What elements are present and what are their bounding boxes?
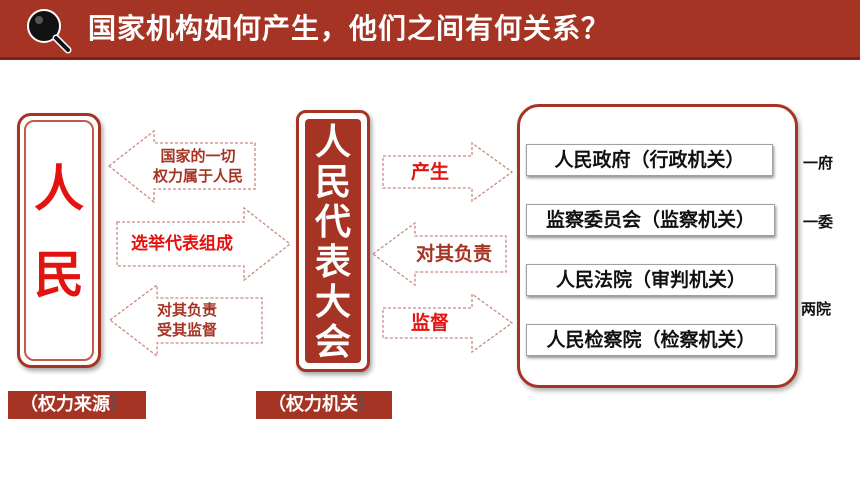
caption-close: ） bbox=[358, 394, 376, 415]
npc-char: 大 bbox=[314, 282, 351, 323]
caption-text: （权力机关 bbox=[268, 394, 358, 415]
organ-court: 人民法院（审判机关） bbox=[526, 264, 776, 296]
people-char: 人 bbox=[34, 160, 84, 218]
people-caption: （权力来源） bbox=[8, 391, 146, 419]
title-bar bbox=[0, 0, 860, 60]
npc-char: 人 bbox=[314, 122, 351, 163]
caption-text: （权力来源 bbox=[20, 394, 110, 415]
npc-char: 表 bbox=[314, 242, 351, 283]
npc-caption: （权力机关） bbox=[256, 391, 392, 419]
arrow-left-bottom-label: 对其负责 受其监督 bbox=[142, 300, 232, 340]
arrow-left-middle bbox=[116, 206, 292, 282]
label-line: 受其监督 bbox=[156, 321, 217, 339]
arrow-left-middle-label: 选举代表组成 bbox=[131, 234, 233, 254]
npc-char: 会 bbox=[314, 322, 351, 363]
organ-government: 人民政府（行政机关） bbox=[526, 144, 773, 176]
arrow-left-bottom bbox=[108, 283, 263, 358]
npc-inner-panel: 人 民 代 表 大 会 bbox=[305, 119, 361, 363]
page-title: 国家机构如何产生，他们之间有何关系？ bbox=[88, 12, 611, 45]
arrow-right-bottom bbox=[382, 292, 514, 354]
side-label-one-wei: 一委 bbox=[803, 213, 834, 231]
label-line: 对其负责 bbox=[156, 301, 217, 319]
arrow-left-top bbox=[107, 129, 256, 204]
label-line: 国家的一切 bbox=[160, 147, 236, 165]
arrow-left-top-label: 国家的一切 权力属于人民 bbox=[140, 146, 256, 186]
side-label-one-fu: 一府 bbox=[803, 154, 834, 172]
organ-supervision: 监察委员会（监察机关） bbox=[526, 204, 775, 236]
arrow-right-bottom-label: 监督 bbox=[410, 312, 449, 334]
people-inner-border bbox=[24, 120, 94, 361]
side-label-two-yuan: 两院 bbox=[801, 300, 832, 318]
arrow-right-middle-label: 对其负责 bbox=[415, 243, 492, 265]
organ-procuratorate: 人民检察院（检察机关） bbox=[526, 324, 776, 356]
people-label: 人 民 bbox=[20, 146, 98, 318]
arrow-right-middle bbox=[371, 221, 507, 287]
arrow-right-top-label: 产生 bbox=[410, 161, 449, 183]
npc-char: 民 bbox=[314, 162, 351, 203]
people-char: 民 bbox=[34, 246, 84, 304]
npc-box: 人 民 代 表 大 会 bbox=[296, 110, 370, 372]
npc-char: 代 bbox=[314, 202, 351, 243]
magnifier-icon bbox=[27, 9, 72, 54]
npc-label: 人 民 代 表 大 会 bbox=[305, 123, 361, 363]
people-box: 人 民 bbox=[17, 113, 101, 368]
caption-close: ） bbox=[110, 394, 128, 415]
label-line: 权力属于人民 bbox=[152, 167, 243, 185]
arrow-right-top bbox=[382, 141, 514, 203]
